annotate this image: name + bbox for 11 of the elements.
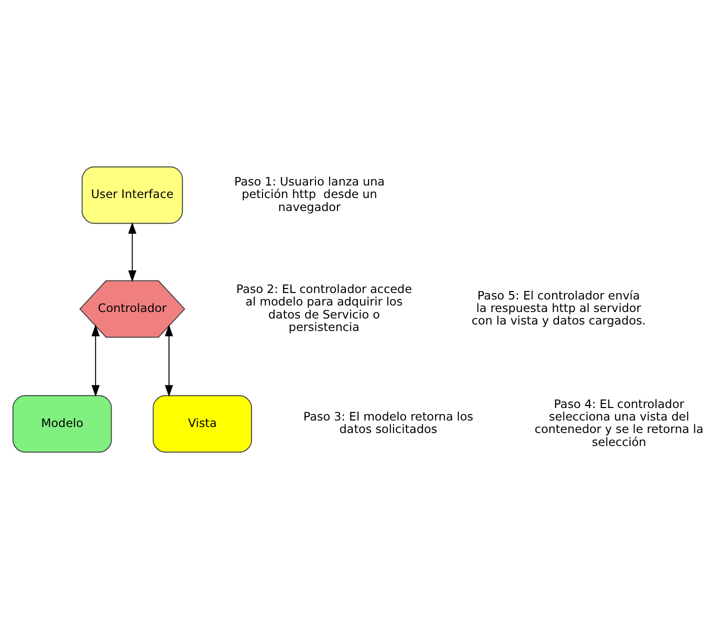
node-box: User Interface [82, 166, 183, 224]
label: Paso 4: EL controlador selecciona una vista del contenedor y se le retorna la selección [534, 396, 704, 448]
arrow [92, 324, 100, 396]
arrow [128, 222, 136, 282]
label: Paso 3: El modelo retorna los datos solicitados [303, 409, 474, 436]
node-box: Vista [152, 394, 252, 452]
label: Paso 1: Usuario lanza una petición http desde un navegador [234, 174, 385, 214]
label: Paso 5: El controlador envía la respuesta http al servidor con la vista y datos cargados. [472, 288, 646, 328]
node-box: Modelo [12, 394, 112, 452]
arrow [164, 324, 174, 396]
label: Paso 2: EL controlador accede al modelo para adquirir los datos de Servicio o persistencia [236, 282, 412, 334]
